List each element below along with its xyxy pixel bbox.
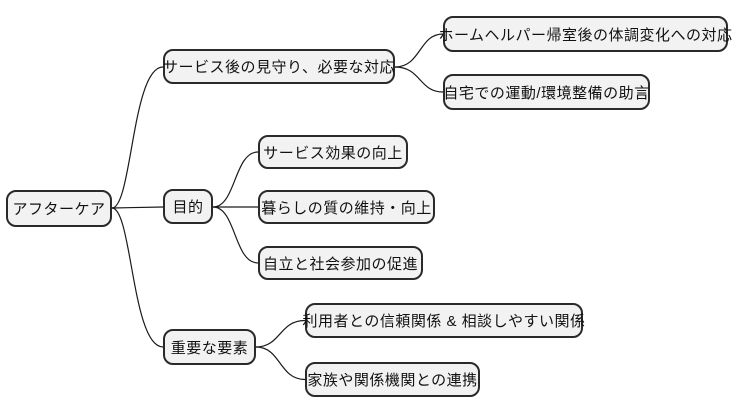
edge-followup-to-helper (394, 33, 444, 68)
edge-root-to-elements (111, 207, 164, 348)
mindmap-leaf-independence-participation: 自立と社会参加の促進 (258, 246, 423, 280)
mindmap-leaf-trust-relationship: 利用者との信頼関係 & 相談しやすい関係 (302, 303, 585, 338)
mindmap-branch-purpose: 目的 (163, 189, 213, 224)
mindmap-leaf-home-exercise-advice: 自宅での運動/環境整備の助言 (443, 74, 650, 110)
edge-root-to-purpose (111, 206, 164, 209)
mindmap-leaf-helper-condition-change: ホームヘルパー帰室後の体調変化への対応 (438, 16, 732, 52)
mindmap-branch-important-elements: 重要な要素 (163, 329, 256, 365)
mindmap-leaf-quality-of-life: 暮らしの質の維持・向上 (258, 190, 435, 224)
edge-elements-to-family (255, 346, 306, 381)
mindmap-branch-service-followup: サービス後の見守り、必要な対応 (163, 49, 395, 84)
mindmap-node-root: アフターケア (6, 190, 112, 227)
mindmap-leaf-family-cooperation: 家族や関係機関との連携 (305, 362, 480, 397)
edge-purpose-to-independence (212, 206, 259, 264)
edge-purpose-to-effect (212, 151, 259, 208)
edge-elements-to-trust (255, 319, 306, 348)
edge-followup-to-home (394, 66, 444, 93)
edge-root-to-followup (111, 66, 164, 209)
mindmap-leaf-service-effect: サービス効果の向上 (258, 135, 408, 169)
